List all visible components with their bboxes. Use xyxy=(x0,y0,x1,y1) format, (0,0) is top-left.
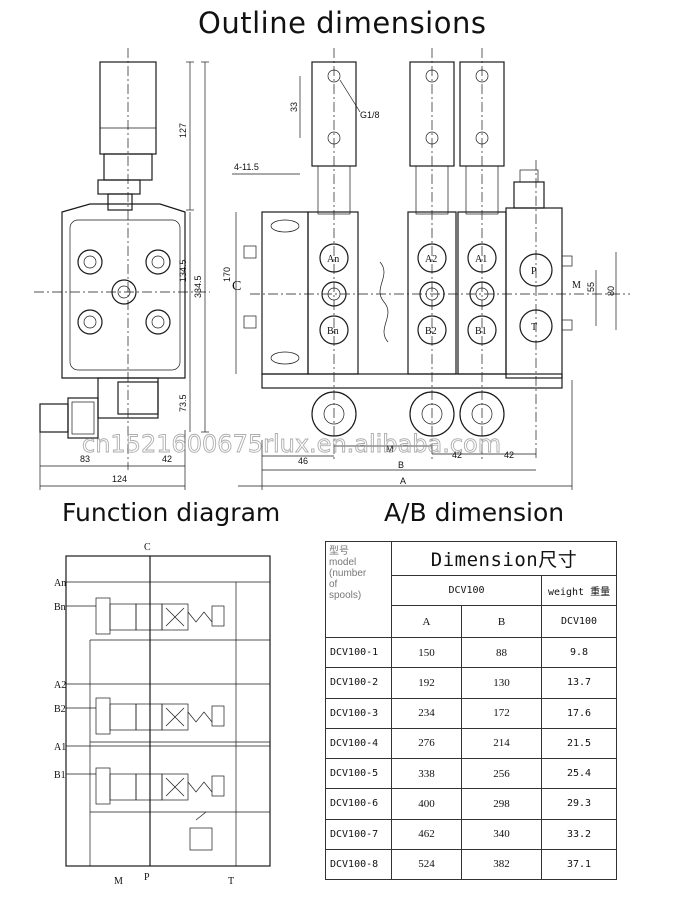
cell-model: DCV100-1 xyxy=(325,636,392,669)
outline-dimensions-title: Outline dimensions xyxy=(198,6,487,40)
watermark-text: cn1521600675rlux.en.alibaba.com xyxy=(82,430,501,458)
cell-a: 400 xyxy=(391,788,462,820)
cell-model: DCV100-7 xyxy=(325,818,392,850)
cell-model: DCV100-5 xyxy=(325,757,392,790)
cell-model: DCV100-8 xyxy=(325,848,392,881)
cell-weight: 25.4 xyxy=(540,757,618,790)
cell-weight: 21.5 xyxy=(540,727,618,760)
dim-42-left: 42 xyxy=(162,454,172,464)
cell-a: 192 xyxy=(391,667,462,699)
cell-weight: 37.1 xyxy=(540,848,618,881)
cell-a: 234 xyxy=(391,697,462,729)
ab-dimension-title: A/B dimension xyxy=(384,498,565,527)
fd-label-p: P xyxy=(144,872,150,883)
dim-33: 33 xyxy=(289,102,299,112)
cell-a: 276 xyxy=(391,727,462,760)
dim-83: 83 xyxy=(80,454,90,464)
dim-134-5: 134.5 xyxy=(178,259,188,282)
dim-42-b: 42 xyxy=(504,450,514,460)
cell-a: 524 xyxy=(391,848,462,881)
cell-model: DCV100-2 xyxy=(325,667,392,699)
cell-weight: 29.3 xyxy=(540,788,618,820)
header-col-a: A xyxy=(391,605,462,638)
port-a1: A1 xyxy=(475,254,487,265)
cell-model: DCV100-4 xyxy=(325,727,392,760)
side-view: 127 134.5 334.5 73.5 83 42 124 xyxy=(34,48,210,490)
header-col-b: B xyxy=(461,605,542,638)
cell-b: 214 xyxy=(461,727,542,760)
cell-weight: 9.8 xyxy=(540,636,618,669)
cell-model: DCV100-6 xyxy=(325,788,392,820)
dim-73-5: 73.5 xyxy=(178,394,188,412)
port-b2: B2 xyxy=(425,326,437,337)
cell-b: 172 xyxy=(461,697,542,729)
cell-b: 88 xyxy=(461,636,542,669)
cell-b: 256 xyxy=(461,757,542,790)
dim-334-5: 334.5 xyxy=(193,275,203,298)
front-view: 33 G1/8 C 4-11.5 170 An Bn A2 B2 A1 xyxy=(222,48,630,490)
cell-model: DCV100-3 xyxy=(325,697,392,729)
header-col-weight: DCV100 xyxy=(540,605,618,638)
cell-b: 298 xyxy=(461,788,542,820)
cell-a: 338 xyxy=(391,757,462,790)
fd-label-b1: B1 xyxy=(54,770,66,781)
port-bn: Bn xyxy=(327,326,339,337)
port-b1: B1 xyxy=(475,326,487,337)
cell-weight: 13.7 xyxy=(540,667,618,699)
cell-a: 150 xyxy=(391,636,462,669)
fd-label-a2: A2 xyxy=(54,680,66,691)
dim-42-a: 42 xyxy=(452,450,462,460)
cell-weight: 17.6 xyxy=(540,697,618,729)
dim-46: 46 xyxy=(298,456,308,466)
fd-label-b2: B2 xyxy=(54,704,66,715)
dim-127: 127 xyxy=(178,123,188,138)
port-t: T xyxy=(531,322,537,333)
cell-a: 462 xyxy=(391,818,462,850)
label-c: C xyxy=(232,279,241,294)
dim-m: M xyxy=(386,444,394,454)
port-an: An xyxy=(327,254,339,265)
header-weight: weight 重量 xyxy=(540,575,618,606)
fd-label-a1: A1 xyxy=(54,742,66,753)
cell-b: 340 xyxy=(461,818,542,850)
dim-a: A xyxy=(400,476,406,486)
dim-55: 55 xyxy=(586,282,596,292)
fd-label-bn: Bn xyxy=(54,602,66,613)
dim-170: 170 xyxy=(222,267,232,282)
function-diagram-title: Function diagram xyxy=(62,498,281,527)
fd-label-t: T xyxy=(228,876,234,887)
cell-b: 130 xyxy=(461,667,542,699)
port-m: M xyxy=(572,280,581,291)
fd-label-an: An xyxy=(54,578,66,589)
dim-b: B xyxy=(398,460,404,470)
function-diagram: C An Bn A2 B2 A1 B1 xyxy=(54,542,271,887)
dim-g18: G1/8 xyxy=(360,110,380,120)
port-a2: A2 xyxy=(425,254,437,265)
cell-weight: 33.2 xyxy=(540,818,618,850)
table-title: Dimension尺寸 xyxy=(390,541,618,576)
dim-80: 80 xyxy=(606,286,616,296)
cell-b: 382 xyxy=(461,848,542,881)
fd-label-c: C xyxy=(144,542,151,553)
header-dcv-group: DCV100 xyxy=(391,575,542,606)
port-p: P xyxy=(531,266,537,277)
fd-label-m: M xyxy=(114,876,123,887)
dim-4-11-5: 4-11.5 xyxy=(234,162,259,172)
dim-124: 124 xyxy=(112,474,127,484)
